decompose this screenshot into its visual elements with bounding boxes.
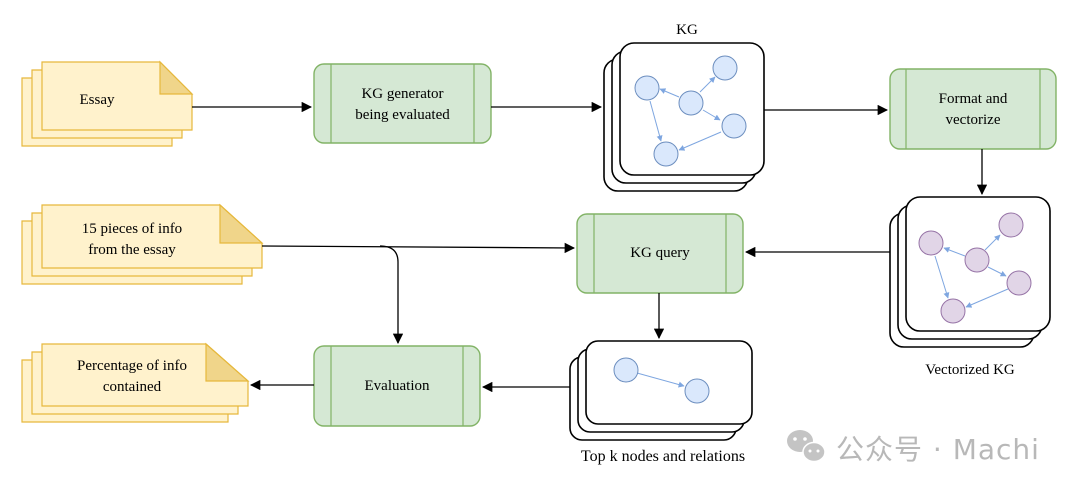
kg-query-box: [576, 213, 744, 294]
kg-generator-box: [313, 63, 492, 144]
top-k-title: Top k nodes and relations: [580, 448, 746, 465]
info-pieces-document: [21, 203, 264, 285]
top-k-node: [613, 357, 639, 383]
percentage-label: Percentage of info contained: [77, 358, 187, 395]
evaluation-label: Evaluation: [364, 378, 430, 394]
arrow-info-to-query: [261, 242, 576, 254]
info-pieces-label: 15 pieces of info from the essay: [81, 221, 183, 258]
essay-document: [21, 60, 194, 147]
format-vectorize-label: Format and vectorize: [938, 91, 1008, 128]
top-k-node: [684, 378, 710, 404]
vectorized-kg-nodes: [918, 212, 1032, 324]
evaluation-box: [313, 345, 481, 427]
kg-graph-nodes: [634, 55, 747, 167]
wechat-icon: [787, 430, 826, 463]
kg-query-label: KG query: [630, 245, 690, 261]
top-k-stack: [569, 340, 753, 441]
kg-title: KG: [676, 22, 698, 38]
percentage-document: [21, 342, 250, 423]
vectorized-kg-edges: [934, 234, 1009, 308]
vectorized-kg-title: Vectorized KG: [925, 362, 1015, 378]
kg-generator-label: KG generator being evaluated: [355, 86, 450, 123]
vectorized-kg-stack: [889, 196, 1051, 348]
kg-graph-stack: [603, 42, 765, 192]
watermark-text: 公众号 · Machi: [836, 433, 1040, 466]
format-vectorize-box: [889, 68, 1057, 150]
arrow-info-to-evaluation: [379, 245, 404, 345]
flow-arrows: [192, 101, 988, 393]
kg-graph-edges: [649, 76, 722, 151]
essay-label: Essay: [79, 92, 115, 108]
